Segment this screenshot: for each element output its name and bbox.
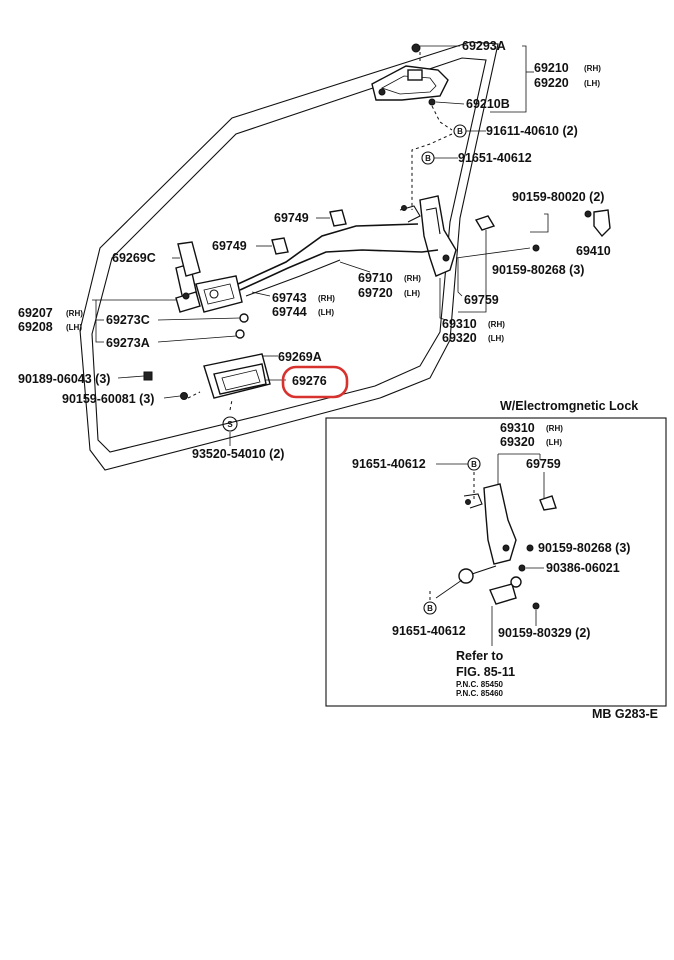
screw-90159-60081 — [180, 392, 188, 400]
inset-refer-fig: FIG. 85-11 — [456, 665, 515, 679]
label-69269A: 69269A — [278, 350, 322, 364]
label-69749-mid: 69749 — [212, 239, 247, 253]
inset-label-69310-rh: (RH) — [546, 424, 563, 433]
inset-badge-b-a: B — [467, 457, 481, 471]
inset-refer-to: Refer to — [456, 649, 504, 663]
svg-text:B: B — [471, 460, 477, 469]
svg-text:B: B — [457, 127, 463, 136]
diagram-code: MB G283-E — [592, 707, 658, 721]
label-69743: 69743 — [272, 291, 307, 305]
label-69710: 69710 — [358, 271, 393, 285]
screw-90159-80268 — [532, 244, 540, 252]
label-69273A: 69273A — [106, 336, 150, 350]
inset-label-69759: 69759 — [526, 457, 561, 471]
label-69210B: 69210B — [466, 97, 510, 111]
badge-b-91651-top: B — [421, 151, 435, 165]
part-69273C — [239, 313, 249, 323]
inset-label-90159-80329: 90159-80329 (2) — [498, 626, 590, 640]
lock-link-rods — [237, 223, 439, 297]
label-69710-rh: (RH) — [404, 274, 421, 283]
nut-90189-06043 — [143, 371, 153, 381]
striker-69410 — [584, 209, 611, 238]
label-69293A: 69293A — [462, 39, 506, 53]
door-lock-assembly — [399, 195, 457, 277]
inset-label-69320: 69320 — [500, 435, 535, 449]
clip-69749-upper — [329, 209, 347, 227]
label-69273C: 69273C — [106, 313, 150, 327]
inset-label-69310: 69310 — [500, 421, 535, 435]
inset-electromagnetic-lock: W/Electromgnetic Lock 69310 (RH) 69320 (… — [325, 399, 667, 707]
inset-pnc-2: P.N.C. 85460 — [456, 689, 504, 698]
label-93520-54010: 93520-54010 (2) — [192, 447, 284, 461]
label-91651-40612-top: 91651-40612 — [458, 151, 532, 165]
inset-badge-b-b: B — [423, 601, 437, 615]
label-69208-lh: (LH) — [66, 323, 82, 332]
label-69310-rh: (RH) — [488, 320, 505, 329]
clip-69749-middle — [271, 237, 289, 255]
inset-label-91651-40612-a: 91651-40612 — [352, 457, 426, 471]
clip-69759 — [474, 215, 496, 231]
inside-handle-assembly — [175, 263, 243, 313]
inset-label-90159-80268: 90159-80268 (3) — [538, 541, 630, 555]
label-69220: 69220 — [534, 76, 569, 90]
label-69320-lh: (LH) — [488, 334, 504, 343]
part-69273A — [235, 329, 245, 339]
svg-text:S: S — [227, 420, 233, 429]
label-69759: 69759 — [464, 293, 499, 307]
label-69269C: 69269C — [112, 251, 156, 265]
inset-pnc-1: P.N.C. 85450 — [456, 680, 504, 689]
screw-69293A — [411, 43, 421, 53]
label-90159-60081: 90159-60081 (3) — [62, 392, 154, 406]
handle-bezel-69269C — [177, 241, 201, 277]
badge-s-93520: S — [222, 416, 238, 432]
highlight-69276 — [281, 365, 349, 399]
leader-lines — [92, 45, 549, 446]
label-69220-lh: (LH) — [584, 79, 600, 88]
outside-door-handle — [371, 65, 449, 101]
inset-title: W/Electromgnetic Lock — [500, 399, 638, 413]
inside-handle-bezel — [203, 353, 271, 399]
label-69410: 69410 — [576, 244, 611, 258]
label-69210: 69210 — [534, 61, 569, 75]
label-90159-80020: 90159-80020 (2) — [512, 190, 604, 204]
badge-b-91611: B — [453, 124, 467, 138]
label-69720: 69720 — [358, 286, 393, 300]
label-69276: 69276 — [292, 374, 327, 388]
label-69744-lh: (LH) — [318, 308, 334, 317]
label-69210-rh: (RH) — [584, 64, 601, 73]
clip-69210B — [428, 98, 436, 106]
label-69749-top: 69749 — [274, 211, 309, 225]
label-69320: 69320 — [442, 331, 477, 345]
inset-label-90386-06021: 90386-06021 — [546, 561, 620, 575]
label-69310: 69310 — [442, 317, 477, 331]
label-69207: 69207 — [18, 306, 53, 320]
label-69720-lh: (LH) — [404, 289, 420, 298]
label-90189-06043: 90189-06043 (3) — [18, 372, 110, 386]
label-69207-rh: (RH) — [66, 309, 83, 318]
main-labels: 69293A 69210 (RH) 69220 (LH) 69210B 9161… — [18, 39, 611, 461]
label-69744: 69744 — [272, 305, 307, 319]
inset-label-91651-40612-b: 91651-40612 — [392, 624, 466, 638]
svg-text:B: B — [427, 604, 433, 613]
svg-text:B: B — [425, 154, 431, 163]
door-panel-outline — [79, 41, 499, 471]
label-91611-40610: 91611-40610 (2) — [486, 124, 578, 138]
inset-label-69320-lh: (LH) — [546, 438, 562, 447]
label-69743-rh: (RH) — [318, 294, 335, 303]
label-90159-80268: 90159-80268 (3) — [492, 263, 584, 277]
label-69208: 69208 — [18, 320, 53, 334]
